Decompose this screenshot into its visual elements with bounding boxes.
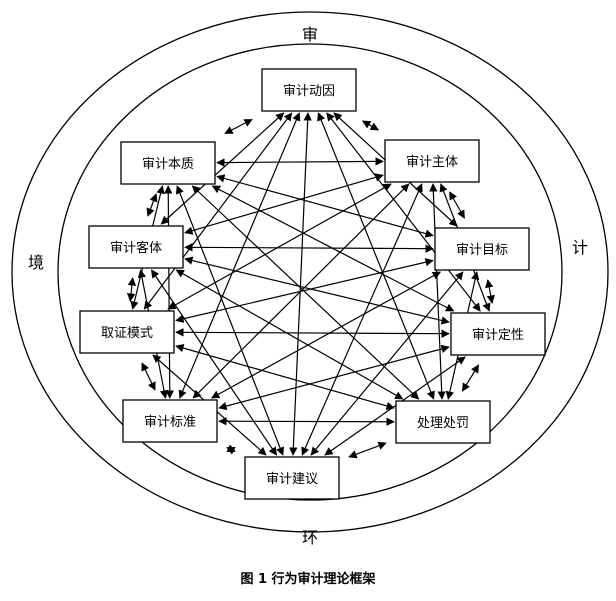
arrow-qualify-standard bbox=[218, 344, 450, 411]
arrow-penalty-standard bbox=[218, 417, 395, 426]
node-motive: 审计动因 bbox=[261, 68, 357, 112]
arrow-subject-penalty bbox=[429, 183, 446, 400]
arrow-subject-essence bbox=[216, 157, 384, 167]
arrow-advice-standard bbox=[226, 444, 236, 455]
node-box-motive bbox=[261, 68, 357, 112]
node-label-evidence: 取证模式 bbox=[101, 326, 153, 341]
arrow-goal-object bbox=[184, 243, 434, 253]
arrow-motive-advice bbox=[289, 112, 312, 456]
arrow-goal-qualify bbox=[485, 279, 495, 304]
inner-system-ellipse bbox=[57, 43, 563, 501]
node-standard: 审计标准 bbox=[122, 399, 218, 443]
node-object: 审计客体 bbox=[88, 225, 184, 269]
relation-arrows bbox=[126, 112, 495, 459]
node-goal: 审计目标 bbox=[434, 227, 530, 271]
node-box-goal bbox=[434, 227, 530, 271]
node-label-subject: 审计主体 bbox=[406, 155, 458, 170]
ring-label-top: 审 bbox=[302, 25, 318, 44]
arrow-goal-evidence bbox=[175, 258, 434, 323]
node-box-qualify bbox=[450, 312, 546, 356]
arrow-penalty-advice bbox=[348, 441, 387, 459]
arrow-standard-evidence bbox=[141, 362, 156, 391]
node-label-motive: 审计动因 bbox=[283, 84, 335, 99]
node-subject: 审计主体 bbox=[384, 139, 480, 183]
arrow-object-essence bbox=[146, 193, 158, 217]
node-label-penalty: 处理处罚 bbox=[417, 416, 469, 431]
ring-label-right: 计 bbox=[572, 238, 588, 257]
node-box-penalty bbox=[395, 400, 491, 444]
node-box-standard bbox=[122, 399, 218, 443]
node-box-evidence bbox=[79, 310, 175, 354]
node-box-subject bbox=[384, 139, 480, 183]
arrow-advice-essence bbox=[175, 185, 285, 456]
figure-caption: 图 1 行为审计理论框架 bbox=[240, 572, 376, 587]
node-label-essence: 审计本质 bbox=[142, 157, 194, 172]
node-qualify: 审计定性 bbox=[450, 312, 546, 356]
arrow-penalty-essence bbox=[191, 185, 420, 400]
node-box-object bbox=[88, 225, 184, 269]
node-box-advice bbox=[244, 456, 340, 500]
node-evidence: 取证模式 bbox=[79, 310, 175, 354]
arrow-qualify-evidence bbox=[175, 328, 450, 338]
arrow-penalty-object bbox=[175, 269, 404, 400]
node-label-advice: 审计建议 bbox=[266, 472, 318, 487]
outer-environment-ellipse bbox=[11, 11, 609, 533]
arrow-evidence-object bbox=[126, 277, 137, 302]
node-label-standard: 审计标准 bbox=[144, 415, 196, 430]
arrow-standard-essence bbox=[164, 185, 174, 399]
node-box-essence bbox=[120, 141, 216, 185]
arrow-qualify-penalty bbox=[461, 364, 480, 392]
arrow-goal-essence bbox=[216, 174, 434, 238]
arrow-motive-essence bbox=[224, 118, 253, 135]
ring-label-left: 境 bbox=[28, 253, 44, 272]
ring-label-bottom: 环 bbox=[302, 528, 318, 547]
node-label-object: 审计客体 bbox=[110, 240, 162, 256]
node-penalty: 处理处罚 bbox=[395, 400, 491, 444]
node-label-qualify: 审计定性 bbox=[472, 328, 524, 343]
node-essence: 审计本质 bbox=[120, 141, 216, 185]
node-label-goal: 审计目标 bbox=[456, 243, 508, 258]
node-advice: 审计建议 bbox=[244, 456, 340, 500]
arrow-motive-subject bbox=[361, 120, 380, 131]
